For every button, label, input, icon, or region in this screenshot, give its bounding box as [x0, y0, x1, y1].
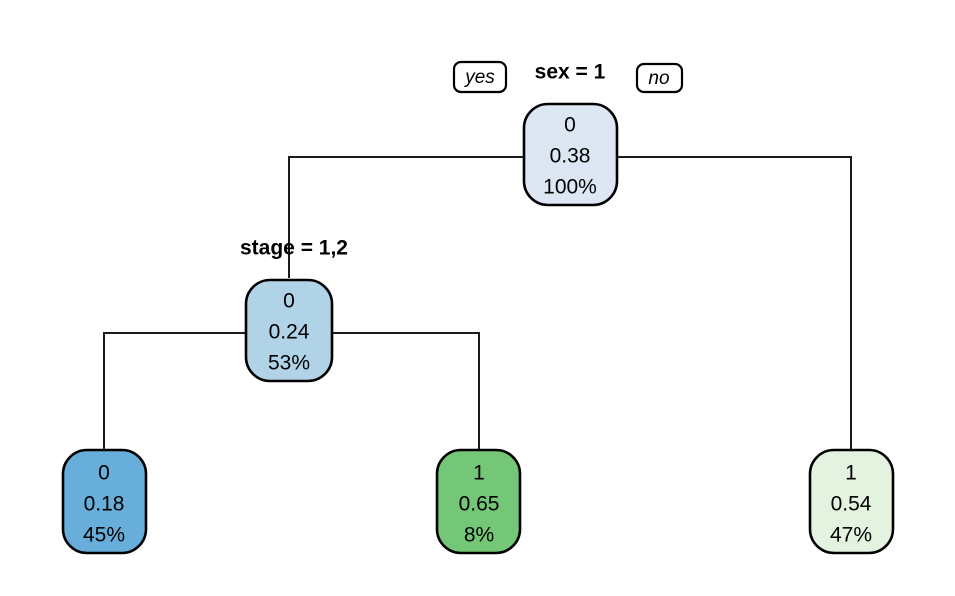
leaf-node-middle-probability: 0.65	[459, 493, 500, 516]
leaf-node-left-share: 45%	[83, 524, 125, 547]
root-node-shape[interactable]	[522, 102, 619, 207]
leaf-node-left-shape[interactable]	[61, 448, 148, 555]
root-split-group: sex = 1 yes no	[452, 60, 684, 94]
stage-node-shape[interactable]	[244, 278, 334, 383]
leaf-node-right-shape[interactable]	[808, 448, 895, 555]
split-label-stage: stage = 1,2	[240, 237, 348, 260]
yes-label-text: yes	[463, 67, 495, 88]
no-label-text: no	[648, 68, 669, 89]
edge-root-to-leaf-right	[617, 156, 852, 450]
stage-node-share: 53%	[268, 352, 310, 375]
stage-node-prediction: 0	[283, 290, 295, 313]
leaf-node-right-probability: 0.54	[831, 493, 872, 516]
yes-label-box	[452, 60, 508, 94]
leaf-node-right[interactable]: 1 0.54 47%	[808, 448, 895, 555]
leaf-node-middle-prediction: 1	[473, 462, 485, 485]
leaf-node-left-probability: 0.18	[84, 493, 125, 516]
leaf-node-middle-shape[interactable]	[435, 448, 522, 555]
root-node-share: 100%	[543, 176, 597, 199]
branch-label-yes: yes	[452, 60, 508, 94]
edge-root-to-stage	[288, 156, 524, 278]
edge-group	[103, 156, 852, 450]
root-node-prediction: 0	[564, 114, 576, 137]
leaf-node-right-prediction: 1	[845, 462, 857, 485]
leaf-node-left[interactable]: 0 0.18 45%	[61, 448, 148, 555]
stage-node[interactable]: 0 0.24 53%	[244, 278, 334, 383]
no-label-box	[635, 62, 684, 94]
root-node-probability: 0.38	[550, 145, 591, 168]
edge-stage-to-leaf-left	[103, 332, 246, 450]
split-label-root: sex = 1	[535, 61, 606, 84]
leaf-node-middle[interactable]: 1 0.65 8%	[435, 448, 522, 555]
edge-stage-to-leaf-middle	[332, 332, 480, 450]
branch-label-no: no	[635, 62, 684, 94]
stage-node-probability: 0.24	[269, 321, 310, 344]
leaf-node-left-prediction: 0	[98, 462, 110, 485]
leaf-node-middle-share: 8%	[464, 524, 494, 547]
leaf-node-right-share: 47%	[830, 524, 872, 547]
root-node[interactable]: 0 0.38 100%	[522, 102, 619, 207]
